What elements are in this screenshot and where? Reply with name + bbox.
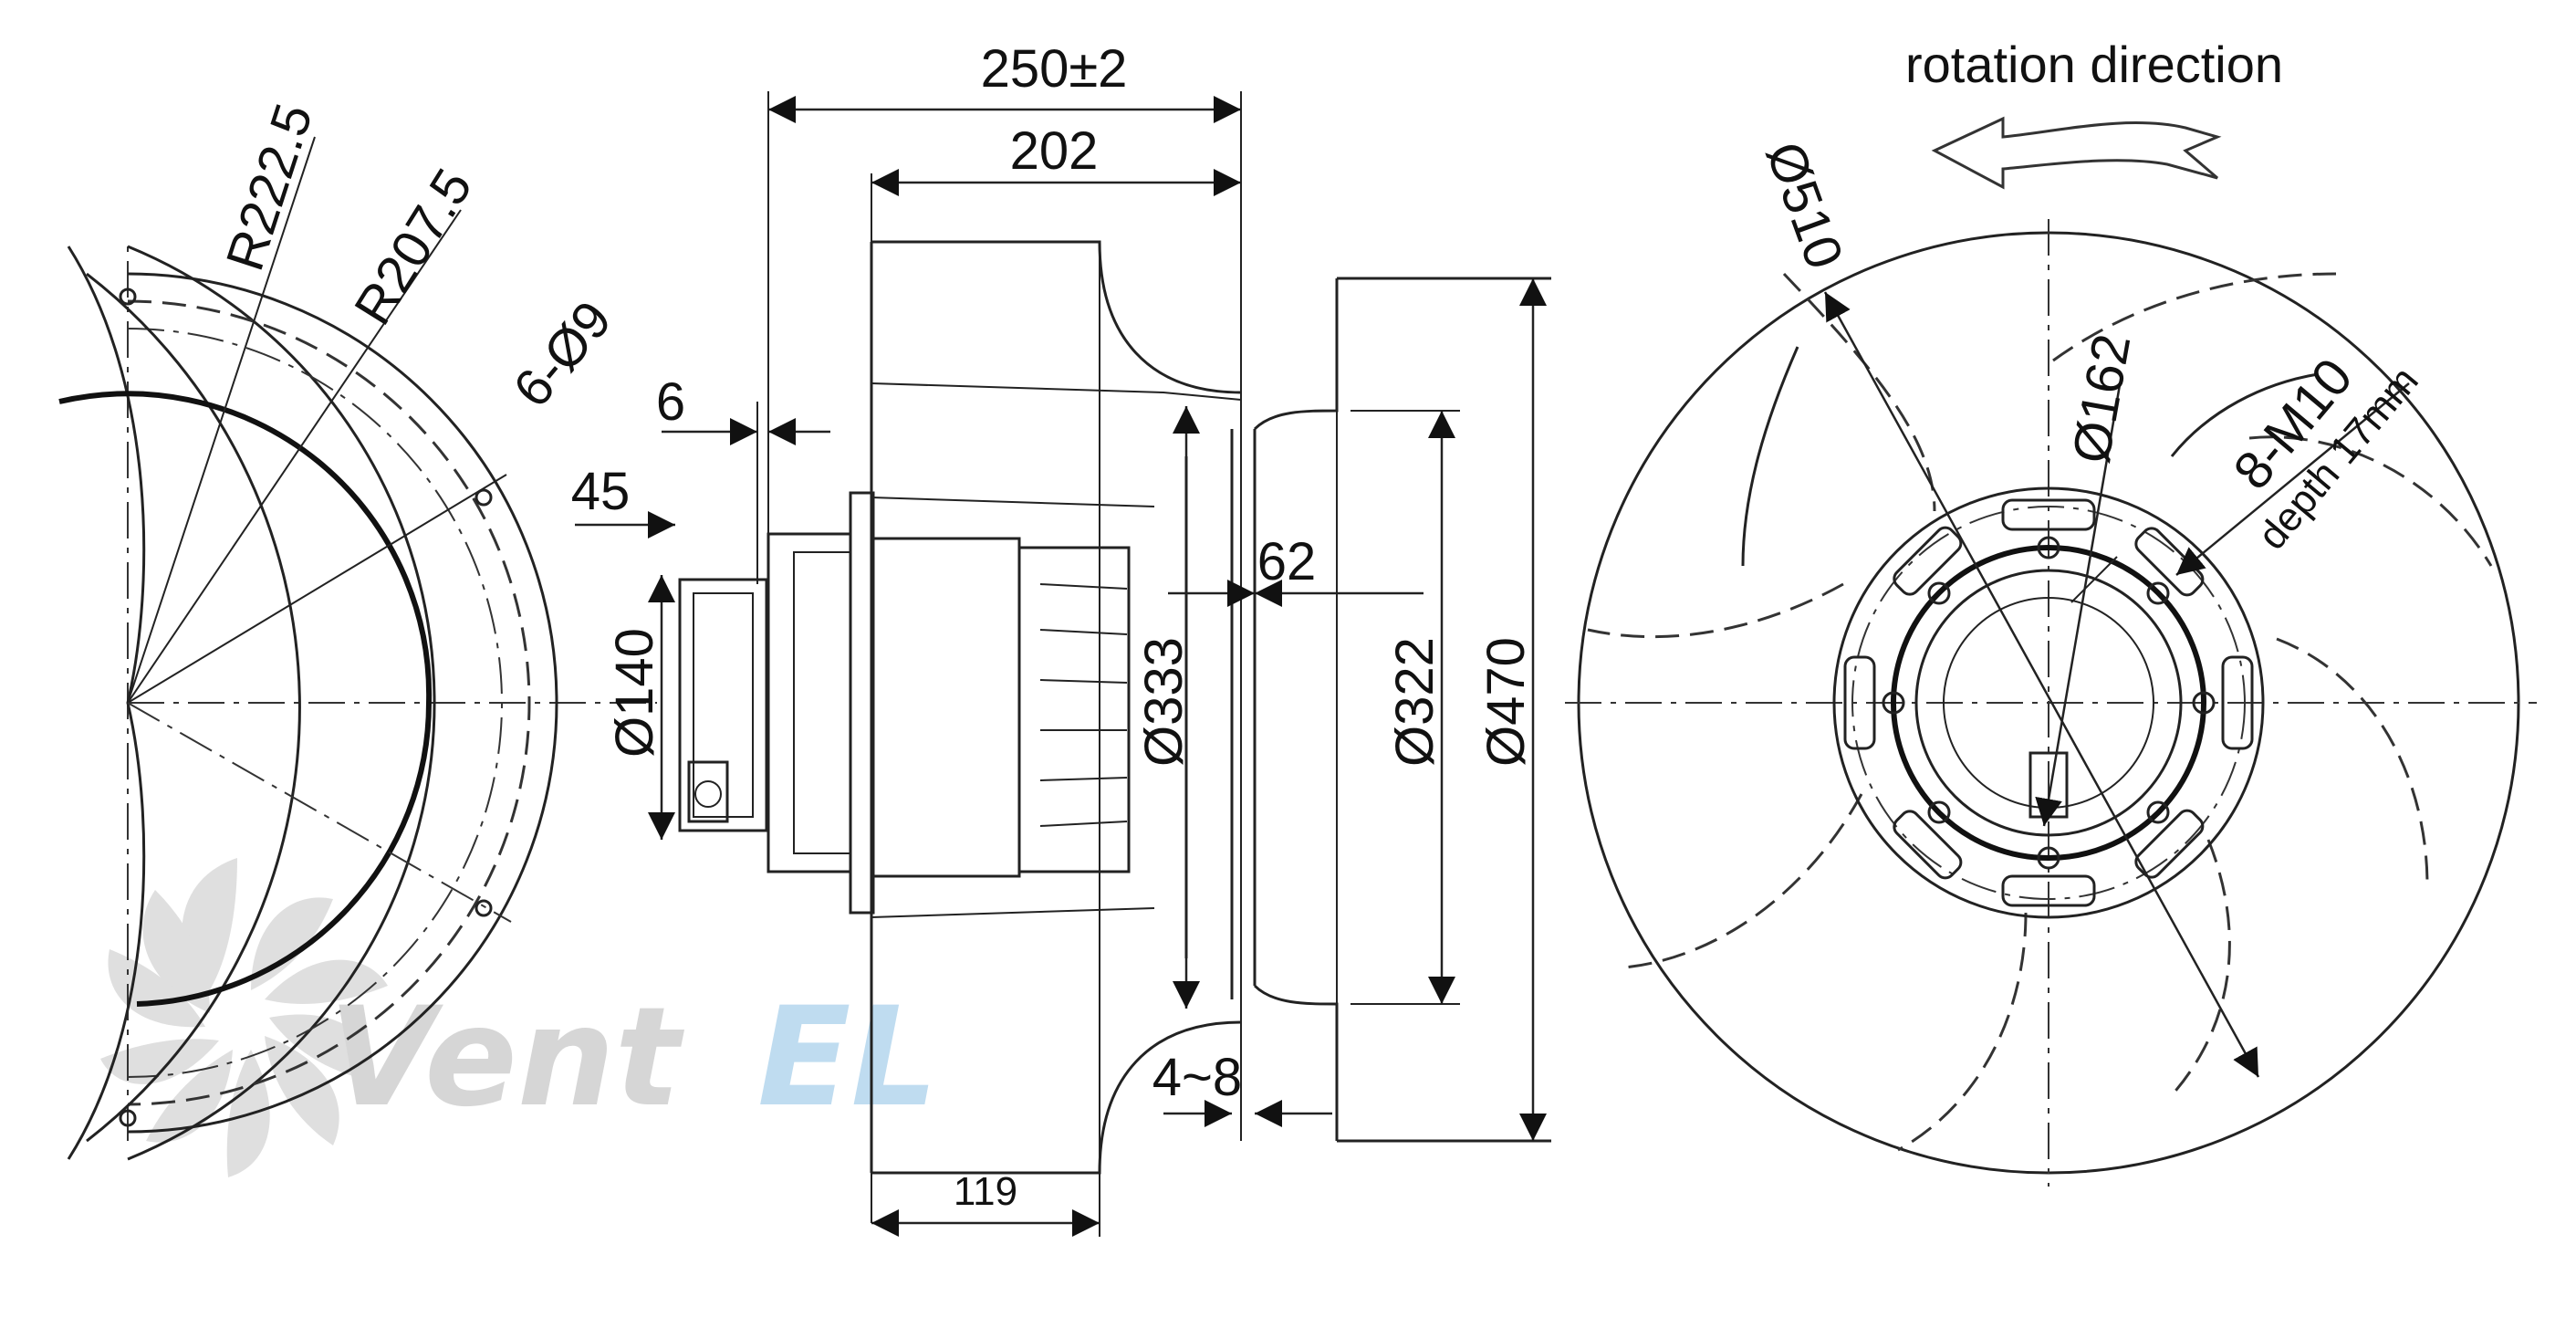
outer-ring-dia-label: Ø470 <box>1476 637 1536 767</box>
holes-label: 6-Ø9 <box>502 290 623 419</box>
side-view: 250±2 202 6 45 Ø140 <box>571 39 1551 1237</box>
hub-dia-label: Ø162 <box>2061 329 2143 467</box>
radius-outer-label: R222.5 <box>215 97 325 277</box>
front-view: rotation direction <box>1565 36 2537 1187</box>
clearance-label: 4~8 <box>1152 1048 1242 1107</box>
inlet-ring-dia-label: Ø322 <box>1385 637 1444 767</box>
watermark-brand-left: Vent <box>329 978 685 1137</box>
rotation-direction-label: rotation direction <box>1905 36 2283 93</box>
impeller-dia-label: Ø510 <box>1755 134 1855 277</box>
flange-thickness-label: 6 <box>656 372 685 432</box>
motor-offset-label: 45 <box>571 462 631 521</box>
inlet-dia-label: Ø333 <box>1134 637 1194 767</box>
watermark-brand-right: EL <box>757 978 938 1137</box>
impeller-depth-label: 119 <box>954 1169 1017 1214</box>
radius-inner-label: R207.5 <box>343 159 484 335</box>
impeller-length-label: 202 <box>1010 121 1099 181</box>
watermark-fan-icon <box>100 858 388 1177</box>
motor-dia-label: Ø140 <box>605 628 664 758</box>
overall-length-label: 250±2 <box>981 39 1128 99</box>
rotation-arrow-icon <box>1931 116 2222 190</box>
motor-fins <box>1039 583 1128 827</box>
watermark: Vent EL <box>100 858 938 1177</box>
gap-label: 62 <box>1257 532 1317 591</box>
